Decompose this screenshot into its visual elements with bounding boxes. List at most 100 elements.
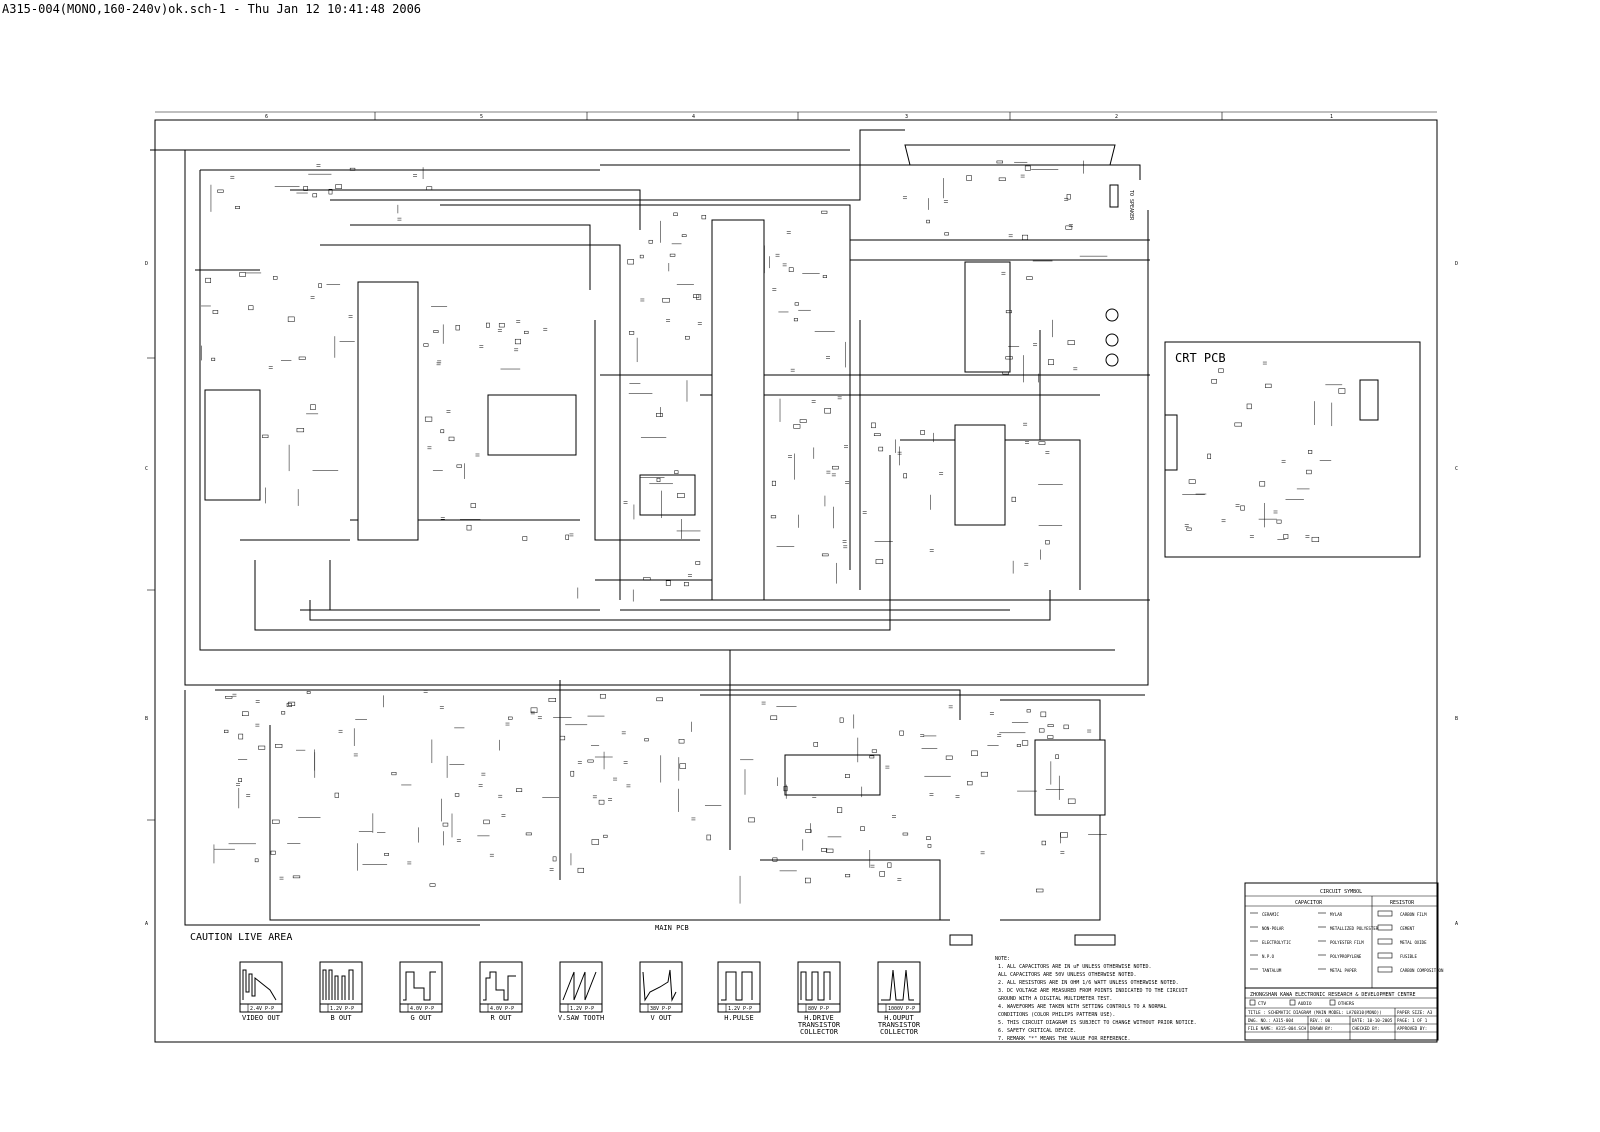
check-item: OTHERS: [1338, 1001, 1355, 1007]
waveform-value: 2.4V P-P: [250, 1006, 274, 1012]
note-line: 2. ALL RESISTORS ARE IN OHM 1/6 WATT UNL…: [998, 980, 1179, 986]
zone-label-top: 3: [905, 114, 908, 120]
ic-la7840: [784, 754, 881, 796]
waveform-label: V.SAW TOOTH: [558, 1014, 604, 1022]
waveform-label: TRANSISTOR: [878, 1021, 921, 1029]
waveform: 1.2V P-PV.SAW TOOTH: [558, 961, 604, 1022]
rca-jacks: [1105, 308, 1119, 367]
tb-page: PAGE: 1 OF 1: [1397, 1018, 1428, 1023]
waveform-row: 2.4V P-P VIDEO OUT 1.2V P-P B OUT 4.0V P-P G …: [239, 961, 921, 1036]
to-speaker-label: TO SPEAKER: [1128, 190, 1134, 221]
tb-drawn: DRAWN BY:: [1310, 1026, 1333, 1031]
res-heading: RESISTOR: [1390, 900, 1415, 906]
symbol-title: CIRCUIT SYMBOL: [1320, 889, 1362, 895]
notes-heading: NOTE:: [995, 956, 1010, 962]
tb-approved: APPROVED BY:: [1397, 1026, 1427, 1031]
waveform-label: COLLECTOR: [880, 1028, 919, 1036]
note-line: GROUND WITH A DIGITAL MULTIMETER TEST.: [998, 996, 1112, 1002]
symbol-cap2: METALLIZED POLYESTER: [1330, 926, 1379, 931]
waveform-label: V OUT: [650, 1014, 672, 1022]
zone-label-top: 5: [480, 114, 483, 120]
note-line: 3. DC VOLTAGE ARE MEASURED FROM POINTS I…: [998, 988, 1188, 994]
title-block: ZHONGSHAN KAWA ELECTRONIC RESEARCH & DEV…: [1244, 987, 1439, 1041]
tb-paper: PAPER SIZE: A3: [1397, 1010, 1433, 1015]
zone-label-left: B: [145, 716, 148, 722]
symbol-res: CARBON COMPOSITION: [1400, 968, 1444, 973]
crt-socket: [1359, 379, 1379, 421]
waveform: 1.2V P-P B OUT: [319, 961, 363, 1022]
symbol-cap2: MYLAR: [1330, 912, 1343, 917]
waveform-value: 80V P-P: [808, 1006, 829, 1012]
keypad-box: [639, 474, 696, 516]
main-wires: [150, 129, 1150, 926]
waveform-label: B OUT: [330, 1014, 352, 1022]
waveform: 4.0V P-P G OUT: [399, 961, 443, 1022]
zone-label-right: D: [1455, 261, 1458, 267]
crt-pcb-label: CRT PCB: [1175, 351, 1226, 365]
tb-dwg: DWG. NO.: A315-004: [1248, 1018, 1294, 1023]
symbol-cap: N.P.O: [1262, 954, 1275, 959]
zone-label-top: 4: [692, 114, 695, 120]
waveform: 38V P-P V OUT: [639, 961, 683, 1022]
zone-label-left: A: [145, 921, 148, 927]
waveform-value: 1.2V P-P: [728, 1006, 752, 1012]
note-line: CONDITIONS (COLOR PHILIPS PATTERN USE).: [998, 1012, 1115, 1018]
flyback-transformer: [1034, 739, 1106, 816]
waveform-label: G OUT: [410, 1014, 432, 1022]
note-line: ALL CAPACITORS ARE 50V UNLESS OTHERWISE …: [998, 972, 1136, 978]
zone-label-right: B: [1455, 716, 1458, 722]
symbol-res: METAL OXIDE: [1400, 940, 1427, 945]
check-item: CTV: [1258, 1001, 1266, 1007]
zone-label-right: A: [1455, 921, 1458, 927]
ir-box: [487, 394, 577, 456]
waveform-label: H.OUPUT: [884, 1014, 914, 1022]
ic-hef4053: [964, 261, 1011, 373]
waveform-label: COLLECTOR: [800, 1028, 839, 1036]
zone-ticks: [147, 111, 1437, 821]
waveform: 4.0V P-PR OUT: [479, 961, 523, 1022]
symbol-res: CARBON FILM: [1400, 912, 1427, 917]
tb-checked: CHECKED BY:: [1352, 1026, 1380, 1031]
tb-title: TITLE : SCHEMATIC DIAGRAM (MAIN MODEL: L…: [1248, 1010, 1382, 1015]
tb-file: FILE NAME: A315-004.SCH: [1248, 1026, 1306, 1031]
symbol-res: CEMENT: [1400, 926, 1415, 931]
waveform-value: 1.2V P-P: [330, 1006, 354, 1012]
zone-label-top: 2: [1115, 114, 1118, 120]
zone-label-top: 1: [1330, 114, 1333, 120]
waveform-value: 1000V P-P: [888, 1006, 915, 1012]
note-line: 5. THIS CIRCUIT DIAGRAM IS SUBJECT TO CH…: [998, 1020, 1197, 1026]
waveform-value: 38V P-P: [650, 1006, 671, 1012]
note-line: 7. REMARK "*" MEANS THE VALUE FOR REFERE…: [998, 1036, 1130, 1042]
speaker-connector: [1109, 184, 1119, 208]
symbol-res: FUSIBLE: [1400, 954, 1417, 959]
ic-main-center: [711, 219, 765, 601]
main-pcb-label: MAIN PCB: [655, 924, 689, 932]
tb-rev: REV.: 00: [1310, 1018, 1331, 1023]
waveform-value: 4.0V P-P: [490, 1006, 514, 1012]
yoke-connector: [1074, 934, 1116, 946]
symbol-cap: CERAMIC: [1262, 912, 1279, 917]
waveform-label: H.DRIVE: [804, 1014, 834, 1022]
waveform-value: 4.0V P-P: [410, 1006, 434, 1012]
check-item: AUDIO: [1298, 1001, 1312, 1007]
symbol-cap: ELECTROLYTIC: [1262, 940, 1291, 945]
note-line: 6. SAFETY CRITICAL DEVICE.: [998, 1028, 1076, 1034]
symbol-cap2: METAL PAPER: [1330, 968, 1357, 973]
window-title: A315-004(MONO,160-240v)ok.sch-1 - Thu Ja…: [2, 2, 422, 16]
waveform-label: H.PULSE: [724, 1014, 754, 1022]
note-line: 1. ALL CAPACITORS ARE IN uF UNLESS OTHER…: [998, 964, 1152, 970]
symbol-cap: NON-POLAR: [1262, 926, 1284, 931]
ic-right-mid: [954, 424, 1006, 526]
symbol-cap: TANTALUM: [1262, 968, 1282, 973]
waveform: 2.4V P-P VIDEO OUT: [239, 961, 283, 1022]
tuner-box: [204, 389, 261, 501]
symbol-cap2: POLYPROPYLENE: [1330, 954, 1362, 959]
degauss-connector: [949, 934, 973, 946]
zone-label-right: C: [1455, 466, 1458, 472]
waveform-label: VIDEO OUT: [242, 1014, 281, 1022]
